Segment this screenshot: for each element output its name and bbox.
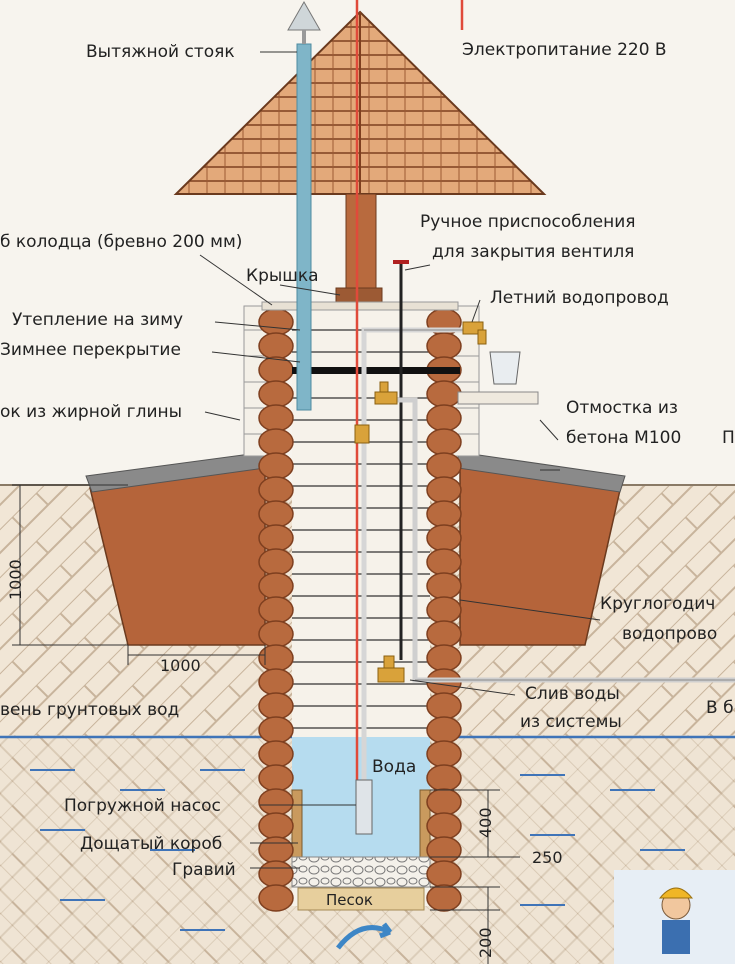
- log-ring: [258, 740, 294, 768]
- gravel-layer: [291, 856, 431, 888]
- log-ring: [426, 572, 462, 600]
- label-gravel: Гравий: [172, 860, 236, 880]
- plank-lines: [292, 329, 430, 729]
- log-ring: [258, 596, 294, 624]
- log-ring: [258, 884, 294, 912]
- label-pump: Погружной насос: [64, 796, 221, 816]
- winter-floor: [292, 367, 460, 374]
- label-well-frame: б колодца (бревно 200 мм): [0, 232, 243, 252]
- bucket: [489, 351, 521, 385]
- label-right-cut-b: В б: [706, 698, 734, 718]
- log-ring: [258, 836, 294, 864]
- label-round-pipe-2: водопрово: [622, 624, 718, 644]
- log-ring: [426, 644, 462, 672]
- sand-layer: [297, 887, 425, 911]
- label-winter-insulation: Утепление на зиму: [12, 310, 184, 330]
- log-ring: [258, 812, 294, 840]
- label-winter-floor: Зимнее перекрытие: [0, 340, 181, 360]
- log-ring: [258, 788, 294, 816]
- log-ring: [258, 692, 294, 720]
- log-ring: [426, 764, 462, 792]
- log-ring: [258, 380, 294, 408]
- label-round-pipe-1: Круглогодич: [600, 594, 716, 614]
- logo-helmet: [658, 887, 694, 899]
- inflow-arrow: [336, 922, 392, 950]
- log-ring: [426, 860, 462, 888]
- log-ring: [258, 452, 294, 480]
- log-ring: [426, 692, 462, 720]
- log-ring: [258, 716, 294, 744]
- log-ring: [426, 476, 462, 504]
- log-ring: [426, 812, 462, 840]
- logo-body: [662, 920, 690, 954]
- dim-400: 400: [476, 807, 495, 838]
- log-ring: [426, 620, 462, 648]
- ledge: [457, 391, 539, 405]
- dim-width-1000: 1000: [160, 656, 201, 675]
- log-column-left: [258, 308, 294, 912]
- log-ring: [258, 524, 294, 552]
- dim-depth-1000: 1000: [6, 559, 25, 600]
- log-ring: [258, 404, 294, 432]
- log-ring: [426, 404, 462, 432]
- log-ring: [426, 500, 462, 528]
- log-ring: [426, 836, 462, 864]
- log-ring: [426, 332, 462, 360]
- log-ring: [258, 620, 294, 648]
- label-power-supply: Электропитание 220 В: [462, 40, 667, 60]
- label-blind-area-1: Отмостка из: [566, 398, 678, 418]
- label-summer-water: Летний водопровод: [490, 288, 669, 308]
- log-ring: [258, 644, 294, 672]
- label-drain-1: Слив воды: [525, 684, 620, 704]
- dim-250: 250: [532, 848, 563, 867]
- leader-lines: [199, 51, 601, 869]
- label-exhaust-riser: Вытяжной стояк: [86, 42, 235, 62]
- log-ring: [258, 572, 294, 600]
- log-ring: [426, 788, 462, 816]
- log-ring: [258, 428, 294, 456]
- roof-post: [345, 193, 377, 293]
- dimension-lines: [12, 484, 520, 964]
- log-ring: [426, 452, 462, 480]
- log-ring: [258, 308, 294, 336]
- log-ring: [426, 716, 462, 744]
- log-ring: [258, 476, 294, 504]
- label-groundwater: вень грунтовых вод: [0, 700, 180, 720]
- log-ring: [426, 524, 462, 552]
- well-top-cap: [261, 301, 459, 311]
- log-ring: [258, 860, 294, 888]
- label-right-cut-top: П: [722, 428, 735, 448]
- log-ring: [258, 548, 294, 576]
- label-drain-2: из системы: [520, 712, 622, 732]
- lid: [335, 287, 383, 303]
- log-ring: [426, 740, 462, 768]
- submersible-pump: [355, 779, 373, 835]
- log-column-right: [426, 308, 462, 912]
- log-ring: [426, 596, 462, 624]
- dim-200: 200: [476, 927, 495, 958]
- log-ring: [426, 884, 462, 912]
- log-ring: [426, 428, 462, 456]
- log-ring: [258, 332, 294, 360]
- label-plank-box: Дощатый короб: [80, 834, 223, 854]
- valve-taps: [354, 321, 487, 683]
- log-ring: [258, 668, 294, 696]
- log-ring: [426, 380, 462, 408]
- label-lid: Крышка: [246, 266, 319, 286]
- log-ring: [426, 548, 462, 576]
- groundwater-dashes: [30, 769, 685, 931]
- log-ring: [258, 500, 294, 528]
- label-manual-valve-1: Ручное приспособления: [420, 212, 636, 232]
- log-ring: [258, 764, 294, 792]
- label-sand: Песок: [326, 891, 373, 909]
- label-water: Вода: [372, 757, 417, 777]
- label-clay-lock: ок из жирной глины: [0, 402, 183, 422]
- exhaust-riser: [296, 43, 312, 411]
- label-manual-valve-2: для закрытия вентиля: [432, 242, 635, 262]
- label-blind-area-2: бетона М100: [566, 428, 682, 448]
